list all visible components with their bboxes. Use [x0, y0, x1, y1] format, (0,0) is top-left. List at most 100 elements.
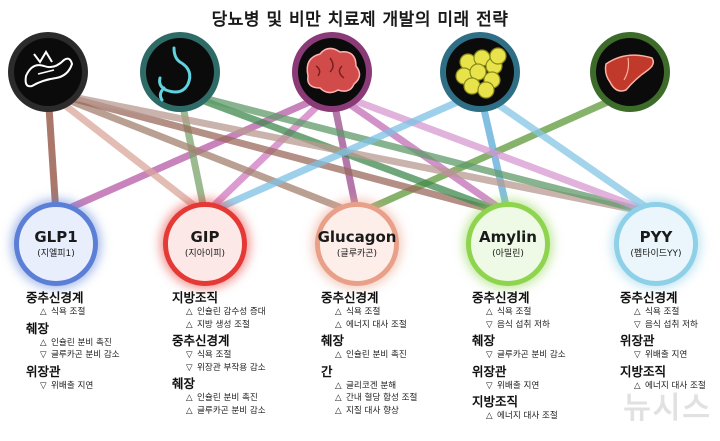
triangle-up-icon: △	[335, 319, 342, 330]
effect-text: 지방 생성 조절	[197, 319, 250, 330]
connection-line-2	[44, 88, 209, 218]
effect-text: 음식 섭취 저하	[497, 319, 550, 330]
effect-text: 글리코겐 분해	[346, 380, 397, 391]
target-organ-heading: 지방조직	[172, 290, 219, 305]
triangle-up-icon: △	[186, 307, 193, 317]
hormone-glucagon: Glucagon(글루카곤)	[315, 202, 399, 286]
target-organ-heading: 췌장	[26, 320, 50, 336]
triangle-down-icon: ▽	[634, 319, 641, 330]
triangle-up-icon: △	[486, 307, 493, 317]
target-organ-heading: 췌장	[321, 333, 345, 348]
hormone-korean-name: (아밀린)	[492, 249, 524, 259]
target-organ-heading: 위장관	[26, 363, 61, 379]
effect-item: △ 식욕 조절	[620, 306, 720, 319]
effect-item: ▽음식 섭취 저하	[620, 319, 720, 332]
effect-text: 식욕 조절	[645, 307, 680, 317]
triangle-down-icon: ▽	[186, 350, 193, 360]
effect-text: 에너지 대사 조절	[645, 380, 706, 391]
effect-text: 식욕 조절	[497, 307, 532, 317]
hormone-korean-name: (지아이피)	[184, 249, 226, 259]
effect-text: 위배출 지연	[645, 350, 688, 360]
effect-text: 식욕 조절	[51, 307, 86, 317]
effect-text: 식욕 조절	[197, 350, 232, 360]
effect-text: 글루카곤 분비 감소	[497, 350, 566, 360]
triangle-up-icon: △	[40, 307, 47, 317]
triangle-up-icon: △	[335, 380, 342, 391]
watermark: 뉴시스	[623, 391, 712, 426]
hormone-korean-name: (지엘피1)	[37, 249, 75, 259]
effect-item: △ 인슐린 감수성 증대	[172, 306, 312, 319]
hormone-amylin: Amylin (아밀린)	[466, 202, 550, 286]
effect-item: ▽글루카곤 분비 감소	[472, 349, 612, 362]
effect-text: 위배출 지연	[497, 380, 540, 391]
effect-item: △ 식욕 조절	[472, 306, 612, 319]
hormone-name: PYY	[639, 228, 673, 246]
triangle-up-icon: △	[40, 337, 47, 348]
triangle-up-icon: △	[634, 380, 641, 391]
target-organ-heading: 중추신경계	[620, 290, 678, 305]
triangle-up-icon: △	[634, 307, 641, 317]
pancreas-icon	[24, 50, 74, 88]
effect-text: 인슐린 분비 촉진	[197, 393, 258, 403]
target-organ-heading: 지방조직	[472, 394, 519, 409]
hormone-glp1: GLP1(지엘피1)	[14, 202, 98, 286]
triangle-up-icon: △	[186, 405, 193, 416]
connection-line-12	[44, 88, 660, 218]
triangle-down-icon: ▽	[40, 350, 47, 360]
organ-icons	[8, 32, 670, 112]
connection-line-15	[476, 88, 660, 218]
liver-icon	[604, 54, 655, 92]
fat-cells-icon	[455, 47, 507, 99]
effect-item: ▽ 식욕 조절	[172, 349, 312, 362]
triangle-up-icon: △	[335, 405, 342, 416]
effect-text: 간내 혈당 합성 조절	[346, 393, 418, 403]
effect-item: ▽위장관 부작용 감소	[172, 362, 312, 375]
effect-text: 에너지 대사 조절	[346, 319, 407, 330]
target-organ-heading: 위장관	[472, 363, 507, 379]
connection-line-16	[201, 88, 484, 218]
effect-item: △간내 혈당 합성 조절	[321, 392, 461, 405]
hormone-pyy: PYY (펩타이드YY)	[614, 202, 698, 286]
triangle-up-icon: △	[186, 319, 193, 330]
target-organ-heading: 위장관	[620, 333, 655, 348]
triangle-up-icon: △	[335, 350, 342, 360]
target-organ-heading: 췌장	[172, 376, 196, 391]
effect-text: 에너지 대사 조절	[497, 411, 558, 421]
effect-item: △ 글리코겐 분해	[321, 380, 461, 393]
effect-item: △ 에너지 대사 조절	[620, 380, 720, 393]
effect-item: △ 식욕 조절	[26, 306, 166, 319]
effect-item: △ 글루카곤 분비 감소	[172, 405, 312, 418]
hormone-korean-name: (글루카곤)	[336, 249, 378, 259]
organ-2	[292, 32, 372, 112]
effect-item: △식욕 조절	[321, 306, 461, 319]
triangle-down-icon: ▽	[40, 380, 47, 391]
hormone-korean-name: (펩타이드YY)	[630, 249, 682, 259]
triangle-down-icon: ▽	[634, 350, 641, 360]
effect-item: △ 인슐린 분비 촉진	[26, 337, 166, 350]
effect-item: ▽위배출 지연	[26, 380, 166, 393]
connection-lines	[44, 88, 660, 218]
target-organ-heading: 지방조직	[620, 363, 667, 379]
brain-icon	[306, 47, 361, 94]
organ-0	[8, 32, 88, 112]
effect-text: 인슐린 분비 촉진	[51, 337, 112, 348]
effect-item: △인슐린 분비 촉진	[172, 392, 312, 405]
diagram-title: 당뇨병 및 비만 치료제 개발의 미래 전략	[211, 10, 509, 30]
connection-line-4	[176, 88, 209, 218]
effect-item: △인슐린 분비 촉진	[321, 349, 461, 362]
hormone-name: Amylin	[479, 228, 537, 246]
effect-item: ▽음식 섭취 저하	[472, 319, 612, 332]
effect-item: △ 지질 대사 향상	[321, 405, 461, 418]
effect-text: 식욕 조절	[346, 307, 381, 317]
connection-line-0	[44, 88, 60, 218]
organ-1	[140, 32, 220, 112]
effect-text: 인슐린 감수성 증대	[197, 307, 266, 317]
effect-text: 글루카곤 분비 감소	[197, 405, 266, 416]
effect-item: △에너지 대사 조절	[472, 410, 612, 423]
effect-text: 지질 대사 향상	[346, 405, 399, 416]
connection-line-13	[176, 88, 660, 218]
